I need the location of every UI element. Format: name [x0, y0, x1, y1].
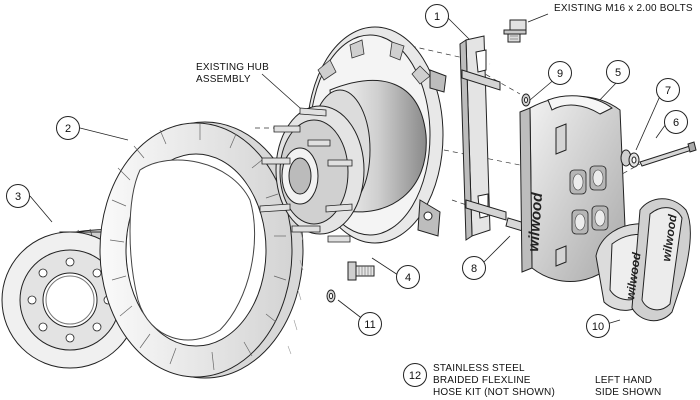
callout-2: 2: [56, 116, 80, 140]
pad-brand-logo-2: wilwood: [659, 213, 680, 262]
callout-8: 8: [462, 256, 486, 280]
callout-6: 6: [664, 110, 688, 134]
washer-part-9: [521, 93, 531, 107]
brake-pads-part-10: [595, 198, 691, 322]
existing-hub-line2: ASSEMBLY: [196, 74, 251, 85]
callout-9: 9: [548, 61, 572, 85]
callout-10: 10: [586, 314, 610, 338]
fitting-part-7: [620, 149, 640, 168]
existing-bolts-text: EXISTING M16 x 2.00 BOLTS: [554, 3, 693, 14]
callout-7: 7: [656, 78, 680, 102]
rotor-part-2: [99, 121, 304, 379]
bolt-part-4: [347, 261, 375, 281]
left-hand-line1: LEFT HAND: [595, 375, 653, 386]
left-hand-side-label: LEFT HAND SIDE SHOWN: [595, 375, 661, 399]
bracket-part-1: [459, 35, 507, 241]
callout-5: 5: [606, 60, 630, 84]
pad-brand-logo: wilwood: [623, 251, 644, 300]
callout-4: 4: [396, 265, 420, 289]
caliper-brand-logo: wilwood: [525, 191, 546, 252]
hub-assembly: [259, 26, 447, 244]
callout-12: 12: [403, 363, 427, 387]
existing-bolts-label: EXISTING M16 x 2.00 BOLTS: [554, 3, 693, 15]
existing-hub-line1: EXISTING HUB: [196, 62, 269, 73]
callout-3: 3: [6, 184, 30, 208]
hose-kit-label: STAINLESS STEEL BRAIDED FLEXLINE HOSE KI…: [433, 363, 555, 399]
left-hand-line2: SIDE SHOWN: [595, 387, 662, 398]
hose-kit-line2: BRAIDED FLEXLINE: [433, 375, 531, 386]
callout-11: 11: [358, 312, 382, 336]
washer-part-11: [326, 289, 336, 303]
hose-kit-line1: STAINLESS STEEL: [433, 363, 525, 374]
callout-1: 1: [425, 4, 449, 28]
pin-part-6: [639, 141, 697, 167]
hose-kit-line3: HOSE KIT (NOT SHOWN): [433, 387, 555, 398]
caliper-part-5: [519, 95, 627, 282]
existing-m16-bolt: [503, 19, 527, 43]
existing-hub-label: EXISTING HUB ASSEMBLY: [196, 62, 269, 86]
